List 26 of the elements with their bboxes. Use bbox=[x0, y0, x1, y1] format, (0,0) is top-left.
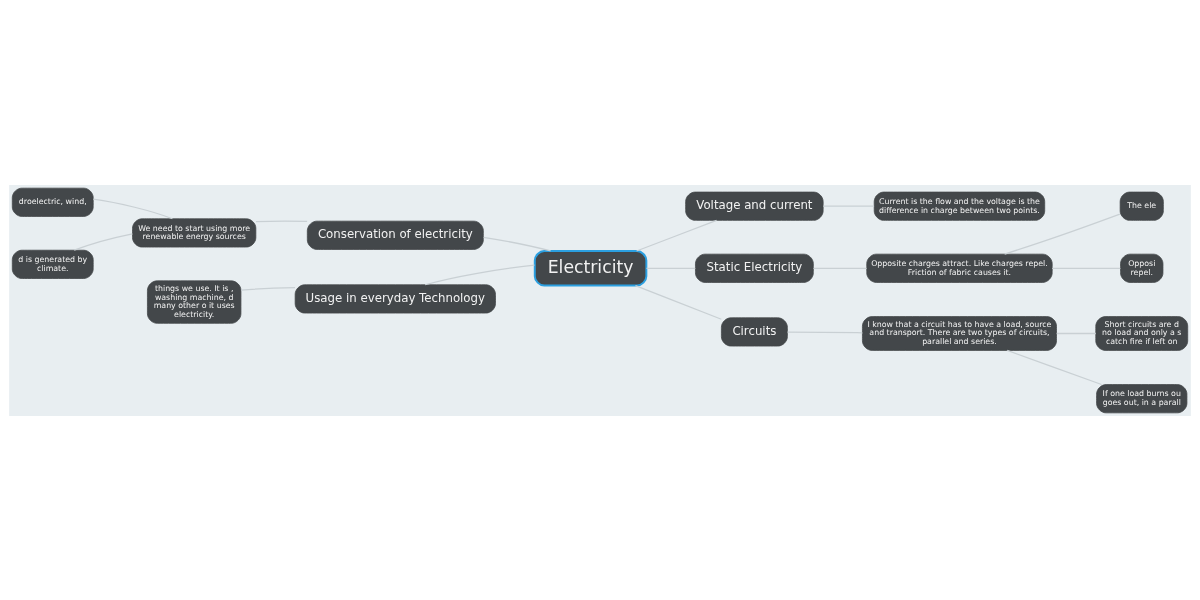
connector bbox=[240, 286, 296, 291]
connector bbox=[1004, 212, 1121, 255]
node-box: droelectric, wind, bbox=[11, 187, 94, 217]
node-box: Static Electricity bbox=[695, 253, 814, 283]
node-box: Conservation of electricity bbox=[306, 220, 484, 250]
connector bbox=[634, 284, 722, 320]
node-box: d is generated by climate. bbox=[11, 249, 94, 279]
node-box: things we use. It is , washing machine, d many other o it uses electricity. bbox=[147, 279, 242, 324]
connector bbox=[92, 198, 174, 219]
node-box: Opposi repel. bbox=[1120, 253, 1164, 283]
node-box: Circuits bbox=[721, 316, 788, 346]
node-box: The ele bbox=[1119, 191, 1164, 221]
node-box: Electricity bbox=[533, 249, 648, 287]
connector bbox=[73, 232, 133, 251]
node-box: If one load burns ou goes out, in a parall bbox=[1096, 383, 1188, 413]
node-box: I know that a circuit has to have a load, source and transport. There are two types of circuits, parallel and series. bbox=[862, 315, 1057, 351]
connector bbox=[424, 264, 536, 285]
connector bbox=[1006, 349, 1103, 385]
connector bbox=[482, 236, 552, 252]
node-box: Short circuits are d no load and only a s catch fire if left on bbox=[1095, 315, 1189, 351]
node-box: Current is the flow and the voltage is the difference in charge between two points. bbox=[873, 191, 1046, 221]
node-box: Voltage and current bbox=[685, 191, 824, 221]
node-box: Usage in everyday Technology bbox=[294, 283, 496, 313]
connector bbox=[635, 219, 718, 252]
node-box: We need to start using more renewable energy sources bbox=[132, 217, 257, 247]
node-box: Opposite charges attract. Like charges repel. Friction of fabric causes it. bbox=[866, 253, 1053, 283]
